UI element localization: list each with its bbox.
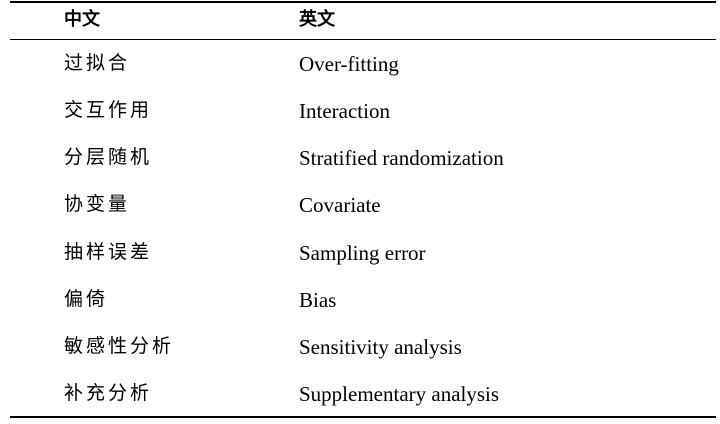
header-chinese: 中文 [64,9,100,30]
row-1-chinese: 过拟合 [64,52,131,74]
row-5-chinese: 抽样误差 [64,241,153,263]
table-bottom-rule [10,416,716,418]
row-2-chinese: 交互作用 [64,99,153,121]
header-english: 英文 [299,9,335,30]
row-6-chinese: 偏倚 [64,288,109,310]
row-7-english: Sensitivity analysis [299,335,462,359]
row-8-english: Supplementary analysis [299,382,500,406]
row-7-chinese: 敏感性分析 [64,335,175,357]
row-3-chinese: 分层随机 [64,146,153,168]
header-divider-rule [10,39,716,40]
row-6-english: Bias [299,288,337,312]
row-5-english: Sampling error [299,241,426,265]
row-3-english: Stratified randomization [299,146,504,170]
row-8-chinese: 补充分析 [64,382,153,404]
row-1-english: Over-fitting [299,52,399,76]
row-4-chinese: 协变量 [64,193,131,215]
row-2-english: Interaction [299,99,390,123]
row-4-english: Covariate [299,193,381,217]
table-top-rule [10,1,716,3]
